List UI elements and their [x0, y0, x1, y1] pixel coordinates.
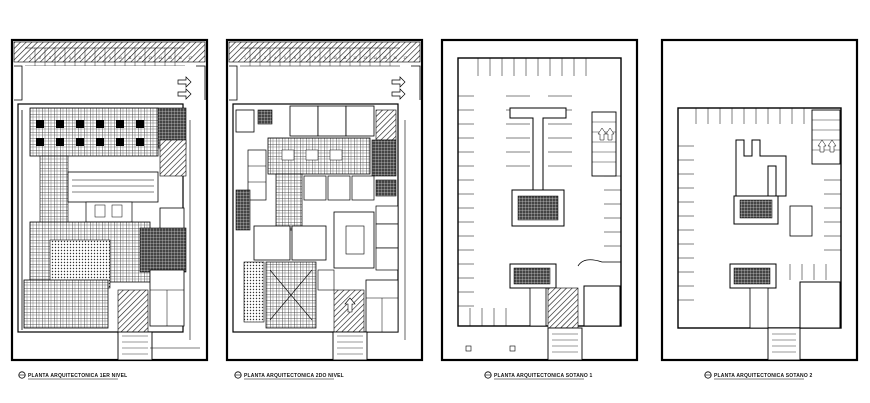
plan-basement-1 [440, 38, 639, 362]
stall-number: 13 [148, 56, 152, 60]
stall-number: 17 [403, 56, 407, 60]
stall-number: 9 [109, 56, 111, 60]
stall-number: 10 [118, 56, 122, 60]
plan-title-text-1: PLANTA ARQUITECTONICA 1ER NIVEL [28, 373, 127, 379]
stall-number: 16 [178, 56, 182, 60]
stall-number: 12 [353, 56, 357, 60]
stall-number: 13 [363, 56, 367, 60]
stall-number: 11 [343, 56, 347, 60]
stall-number: 4 [59, 56, 61, 60]
plan-title-4: PLANTA ARQUITECTONICA SOTANO 2 [704, 371, 813, 380]
stall-number: 17 [188, 56, 192, 60]
stall-number: 12 [138, 56, 142, 60]
stall-number: 5 [69, 56, 71, 60]
stall-number: 8 [314, 56, 316, 60]
stall-number: 15 [168, 56, 172, 60]
stall-number: 6 [294, 56, 296, 60]
stall-number: 8 [99, 56, 101, 60]
stall-number: 2 [254, 56, 256, 60]
stall-number: 16 [393, 56, 397, 60]
plan-title-3: PLANTA ARQUITECTONICA SOTANO 1 [484, 371, 593, 380]
stall-number: 9 [324, 56, 326, 60]
stall-number: 5 [284, 56, 286, 60]
plan-title-2: PLANTA ARQUITECTONICA 2DO NIVEL [234, 371, 344, 380]
ramp-arrow-icon [597, 127, 615, 141]
parking-stalls-basement-1 [458, 58, 621, 326]
plan-title-text-3: PLANTA ARQUITECTONICA SOTANO 1 [494, 373, 593, 379]
stall-number: 3 [49, 56, 51, 60]
plan-title-1: PLANTA ARQUITECTONICA 1ER NIVEL [18, 371, 127, 380]
stall-number: 7 [304, 56, 306, 60]
stall-number: 4 [274, 56, 276, 60]
stall-number: 7 [89, 56, 91, 60]
entry-arrow-icon [177, 76, 192, 100]
stall-number: 15 [383, 56, 387, 60]
plan-basement-2 [660, 38, 859, 362]
plan-title-text-2: PLANTA ARQUITECTONICA 2DO NIVEL [244, 373, 344, 379]
entry-arrow-icon-2 [391, 76, 406, 100]
stall-number: 10 [333, 56, 337, 60]
ramp-arrow-icon-2 [817, 139, 837, 153]
stall-number: 1 [29, 56, 31, 60]
stall-number: 3 [264, 56, 266, 60]
arrow-up-icon [344, 297, 356, 313]
stall-number: 14 [373, 56, 377, 60]
stall-number: 1 [244, 56, 246, 60]
parking-stalls-basement-2 [678, 108, 841, 301]
plan-first-level [10, 38, 209, 362]
stall-number: 14 [158, 56, 162, 60]
plan-title-text-4: PLANTA ARQUITECTONICA SOTANO 2 [714, 373, 813, 379]
stall-number: 11 [128, 56, 132, 60]
plan-second-level [225, 38, 424, 362]
stall-number: 2 [39, 56, 41, 60]
stall-number: 6 [79, 56, 81, 60]
parking-stalls-top-2 [240, 47, 400, 67]
